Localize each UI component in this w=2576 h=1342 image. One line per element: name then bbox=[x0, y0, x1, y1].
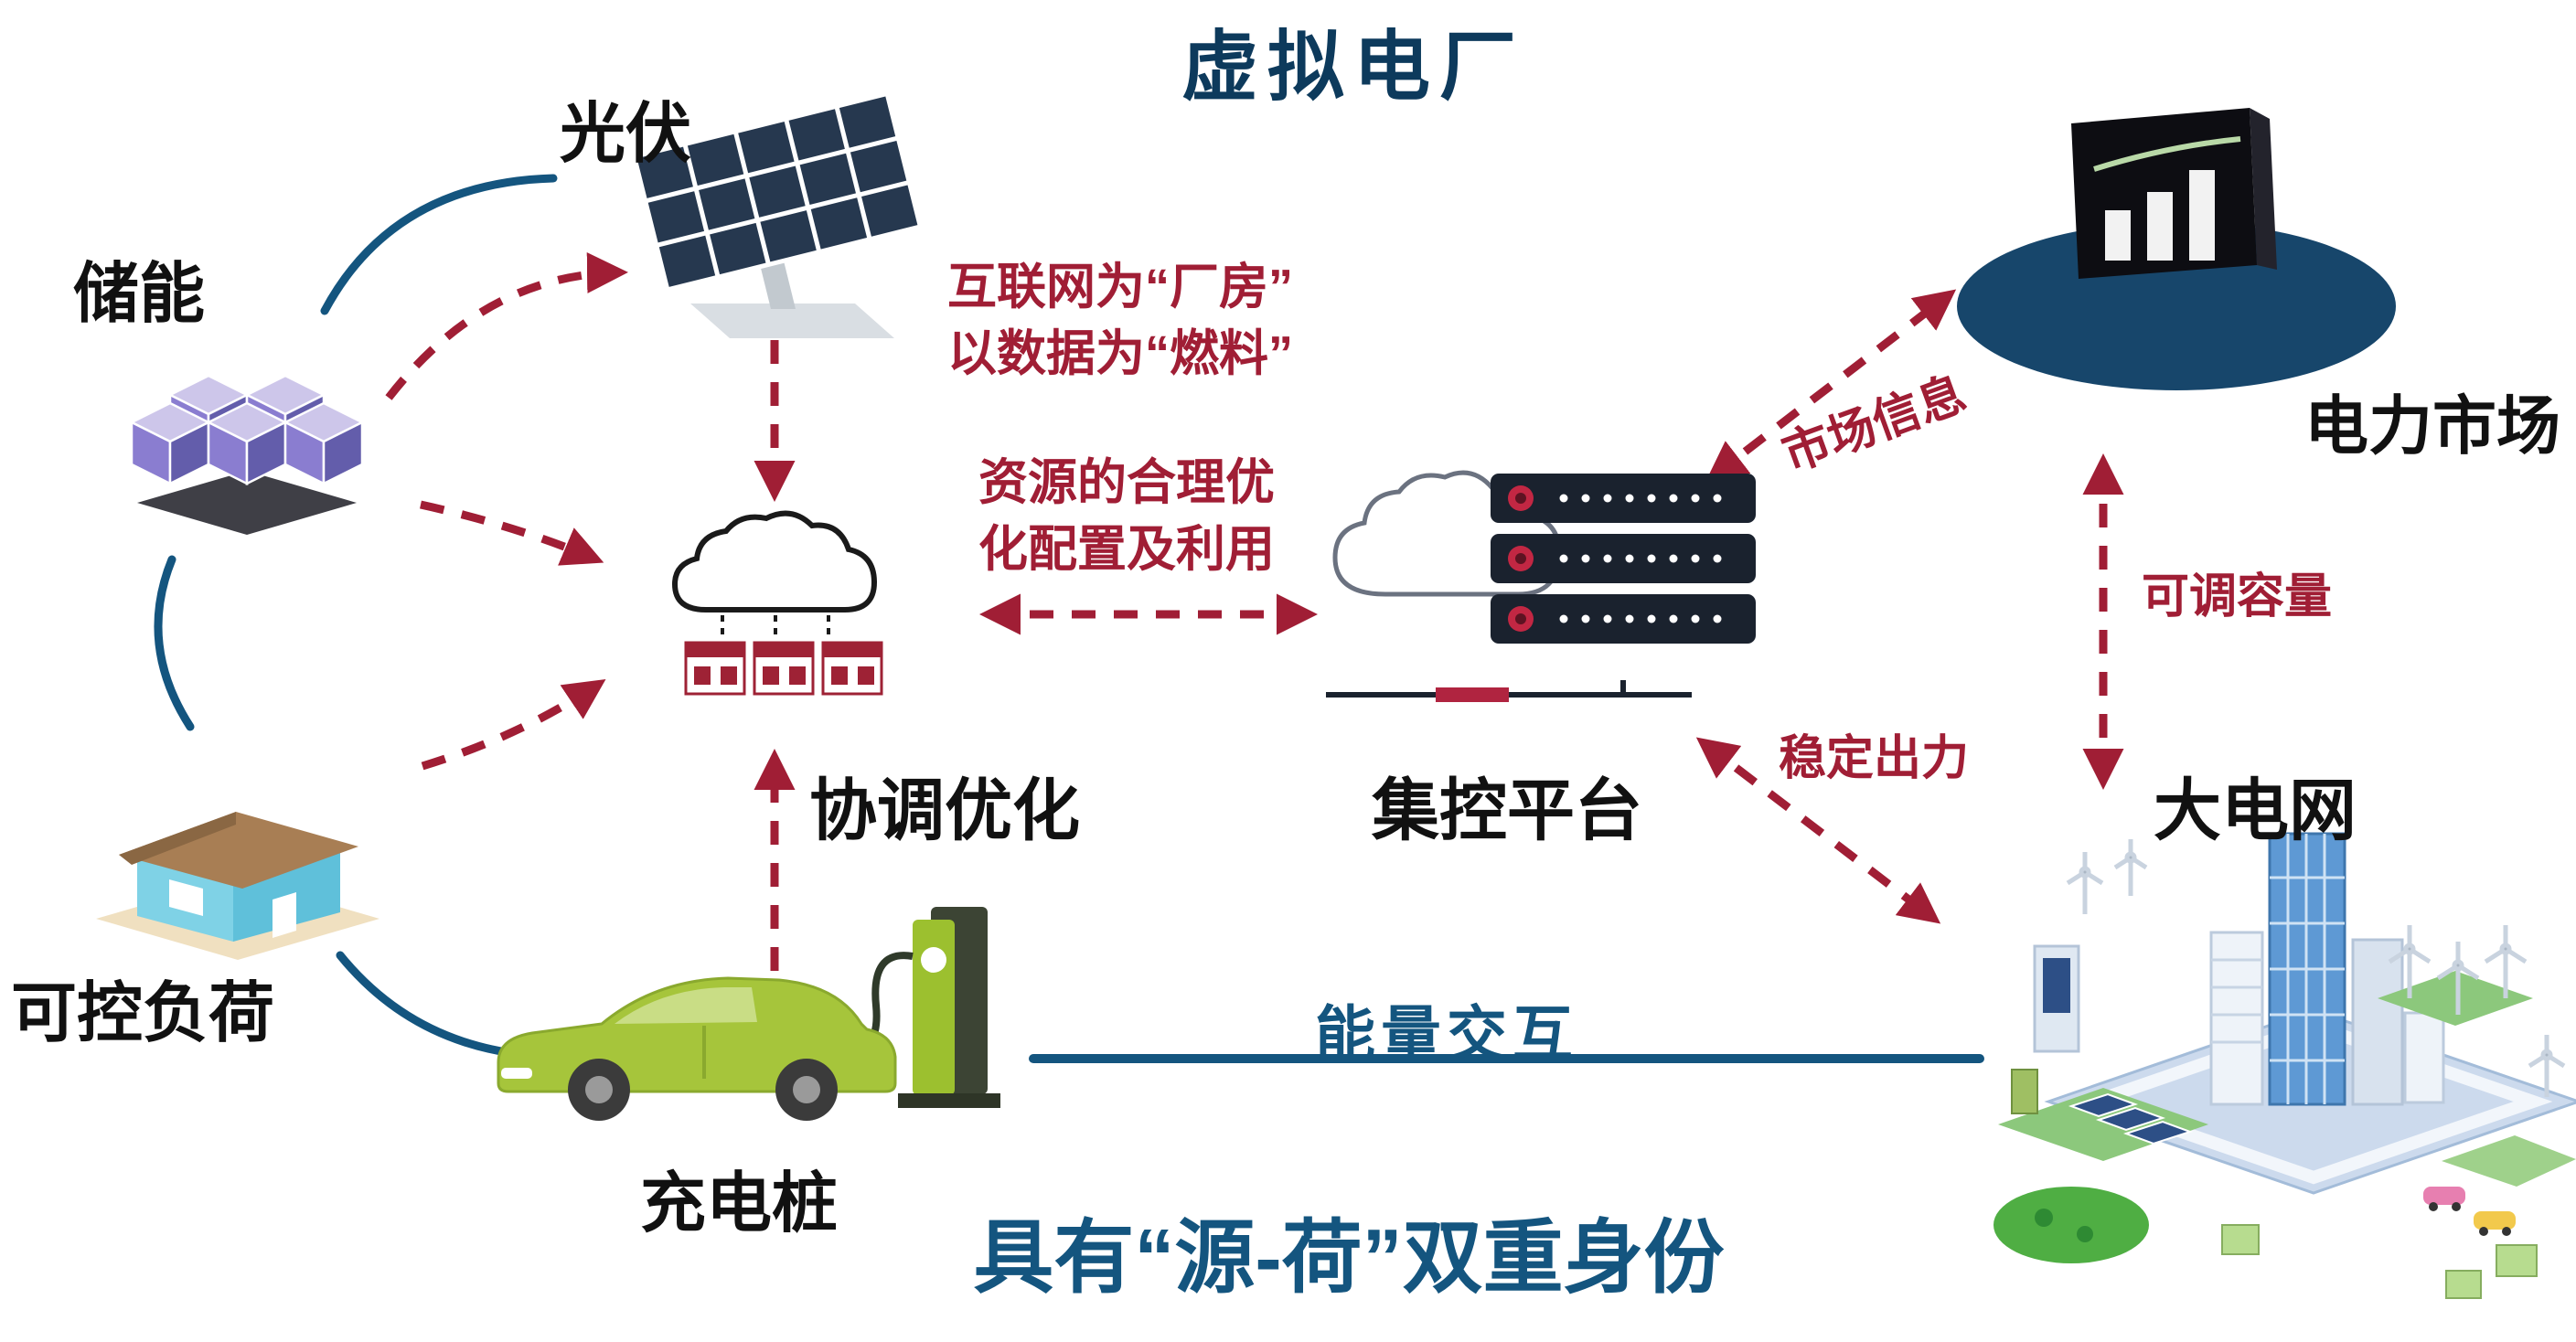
load-label: 可控负荷 bbox=[11, 977, 275, 1050]
market-ellipse bbox=[1957, 222, 2396, 390]
internet-annotation-line1: 互联网为“厂房” bbox=[947, 260, 1293, 314]
house-icon bbox=[96, 812, 379, 960]
utility-cube bbox=[2496, 1244, 2538, 1277]
utility-cube bbox=[2221, 1224, 2260, 1255]
park-tree bbox=[2077, 1226, 2093, 1242]
arrow-load-to-coordination bbox=[421, 678, 606, 771]
solar-array bbox=[631, 91, 924, 293]
solar-farm-panels bbox=[2068, 1092, 2194, 1145]
solar-base bbox=[690, 304, 894, 338]
charger-label: 充电桩 bbox=[640, 1167, 839, 1241]
arrow-platform-market bbox=[1705, 289, 1957, 483]
cloud-shape bbox=[671, 510, 878, 612]
storage-label: 储能 bbox=[73, 258, 206, 331]
storage-base bbox=[137, 471, 357, 535]
energy-exchange-label: 能量交互 bbox=[1315, 1000, 1578, 1068]
grid-city-icon bbox=[1993, 832, 2576, 1299]
blue-arc-load-charger bbox=[336, 951, 517, 1058]
wind-turbines bbox=[2066, 839, 2566, 1097]
storage-icon bbox=[129, 374, 365, 535]
platform-label: 集控平台 bbox=[1372, 772, 1642, 848]
internet-annotation-line2: 以数据为“燃料” bbox=[947, 325, 1293, 381]
server-stack bbox=[1491, 474, 1756, 644]
arrow-storage-to-pv bbox=[385, 252, 628, 400]
arrow-storage-to-coordination bbox=[420, 500, 604, 566]
park-tree bbox=[2035, 1209, 2053, 1227]
utility-cube bbox=[2445, 1270, 2482, 1299]
market-chart bbox=[2071, 108, 2277, 279]
house-door bbox=[273, 892, 296, 938]
blue-arc-storage-load bbox=[154, 555, 195, 731]
arrow-platform-city bbox=[1695, 737, 1941, 924]
ev-patch bbox=[2442, 1135, 2576, 1187]
city-cars bbox=[2423, 1187, 2516, 1236]
coordination-cloud-icon bbox=[671, 510, 883, 696]
ev-charger-icon bbox=[497, 907, 1000, 1121]
facade-solar bbox=[2043, 958, 2070, 1013]
platform-node bbox=[1436, 687, 1509, 702]
internet-annotation: 互联网为“厂房” 以数据为“燃料” bbox=[937, 254, 1303, 388]
wind-patch bbox=[2378, 971, 2533, 1026]
solar-panel-icon bbox=[631, 91, 924, 338]
stable-output-label: 稳定出力 bbox=[1779, 732, 1970, 785]
market-icon bbox=[1957, 108, 2396, 390]
blue-arc-pv-storage bbox=[320, 174, 558, 315]
market-label: 电力市场 bbox=[2304, 390, 2560, 462]
city-park bbox=[1993, 1187, 2149, 1263]
control-platform-icon bbox=[1326, 470, 1756, 702]
resource-annotation: 资源的合理优 化配置及利用 bbox=[971, 450, 1282, 583]
adjustable-capacity-label: 可调容量 bbox=[2142, 570, 2333, 623]
page-title: 虚拟电厂 bbox=[1181, 24, 1526, 110]
house-roof bbox=[119, 812, 358, 889]
battery-cabinet bbox=[2011, 1069, 2038, 1114]
house-window bbox=[169, 879, 203, 916]
house-roof-edge bbox=[119, 812, 236, 865]
dual-identity-label: 具有“源-荷”双重身份 bbox=[973, 1212, 1725, 1303]
grid-label: 大电网 bbox=[2154, 772, 2357, 848]
resource-containers bbox=[684, 641, 883, 696]
resource-annotation-line1: 资源的合理优 bbox=[978, 455, 1275, 510]
storage-cubes bbox=[129, 374, 365, 486]
coordination-label: 协调优化 bbox=[809, 772, 1080, 848]
pv-label: 光伏 bbox=[560, 98, 692, 171]
cloud-links bbox=[721, 615, 830, 639]
city-buildings bbox=[2209, 832, 2445, 1106]
ev-car-icon bbox=[497, 976, 897, 1121]
resource-annotation-line2: 化配置及利用 bbox=[978, 521, 1275, 577]
charging-pile-icon bbox=[856, 907, 1000, 1108]
